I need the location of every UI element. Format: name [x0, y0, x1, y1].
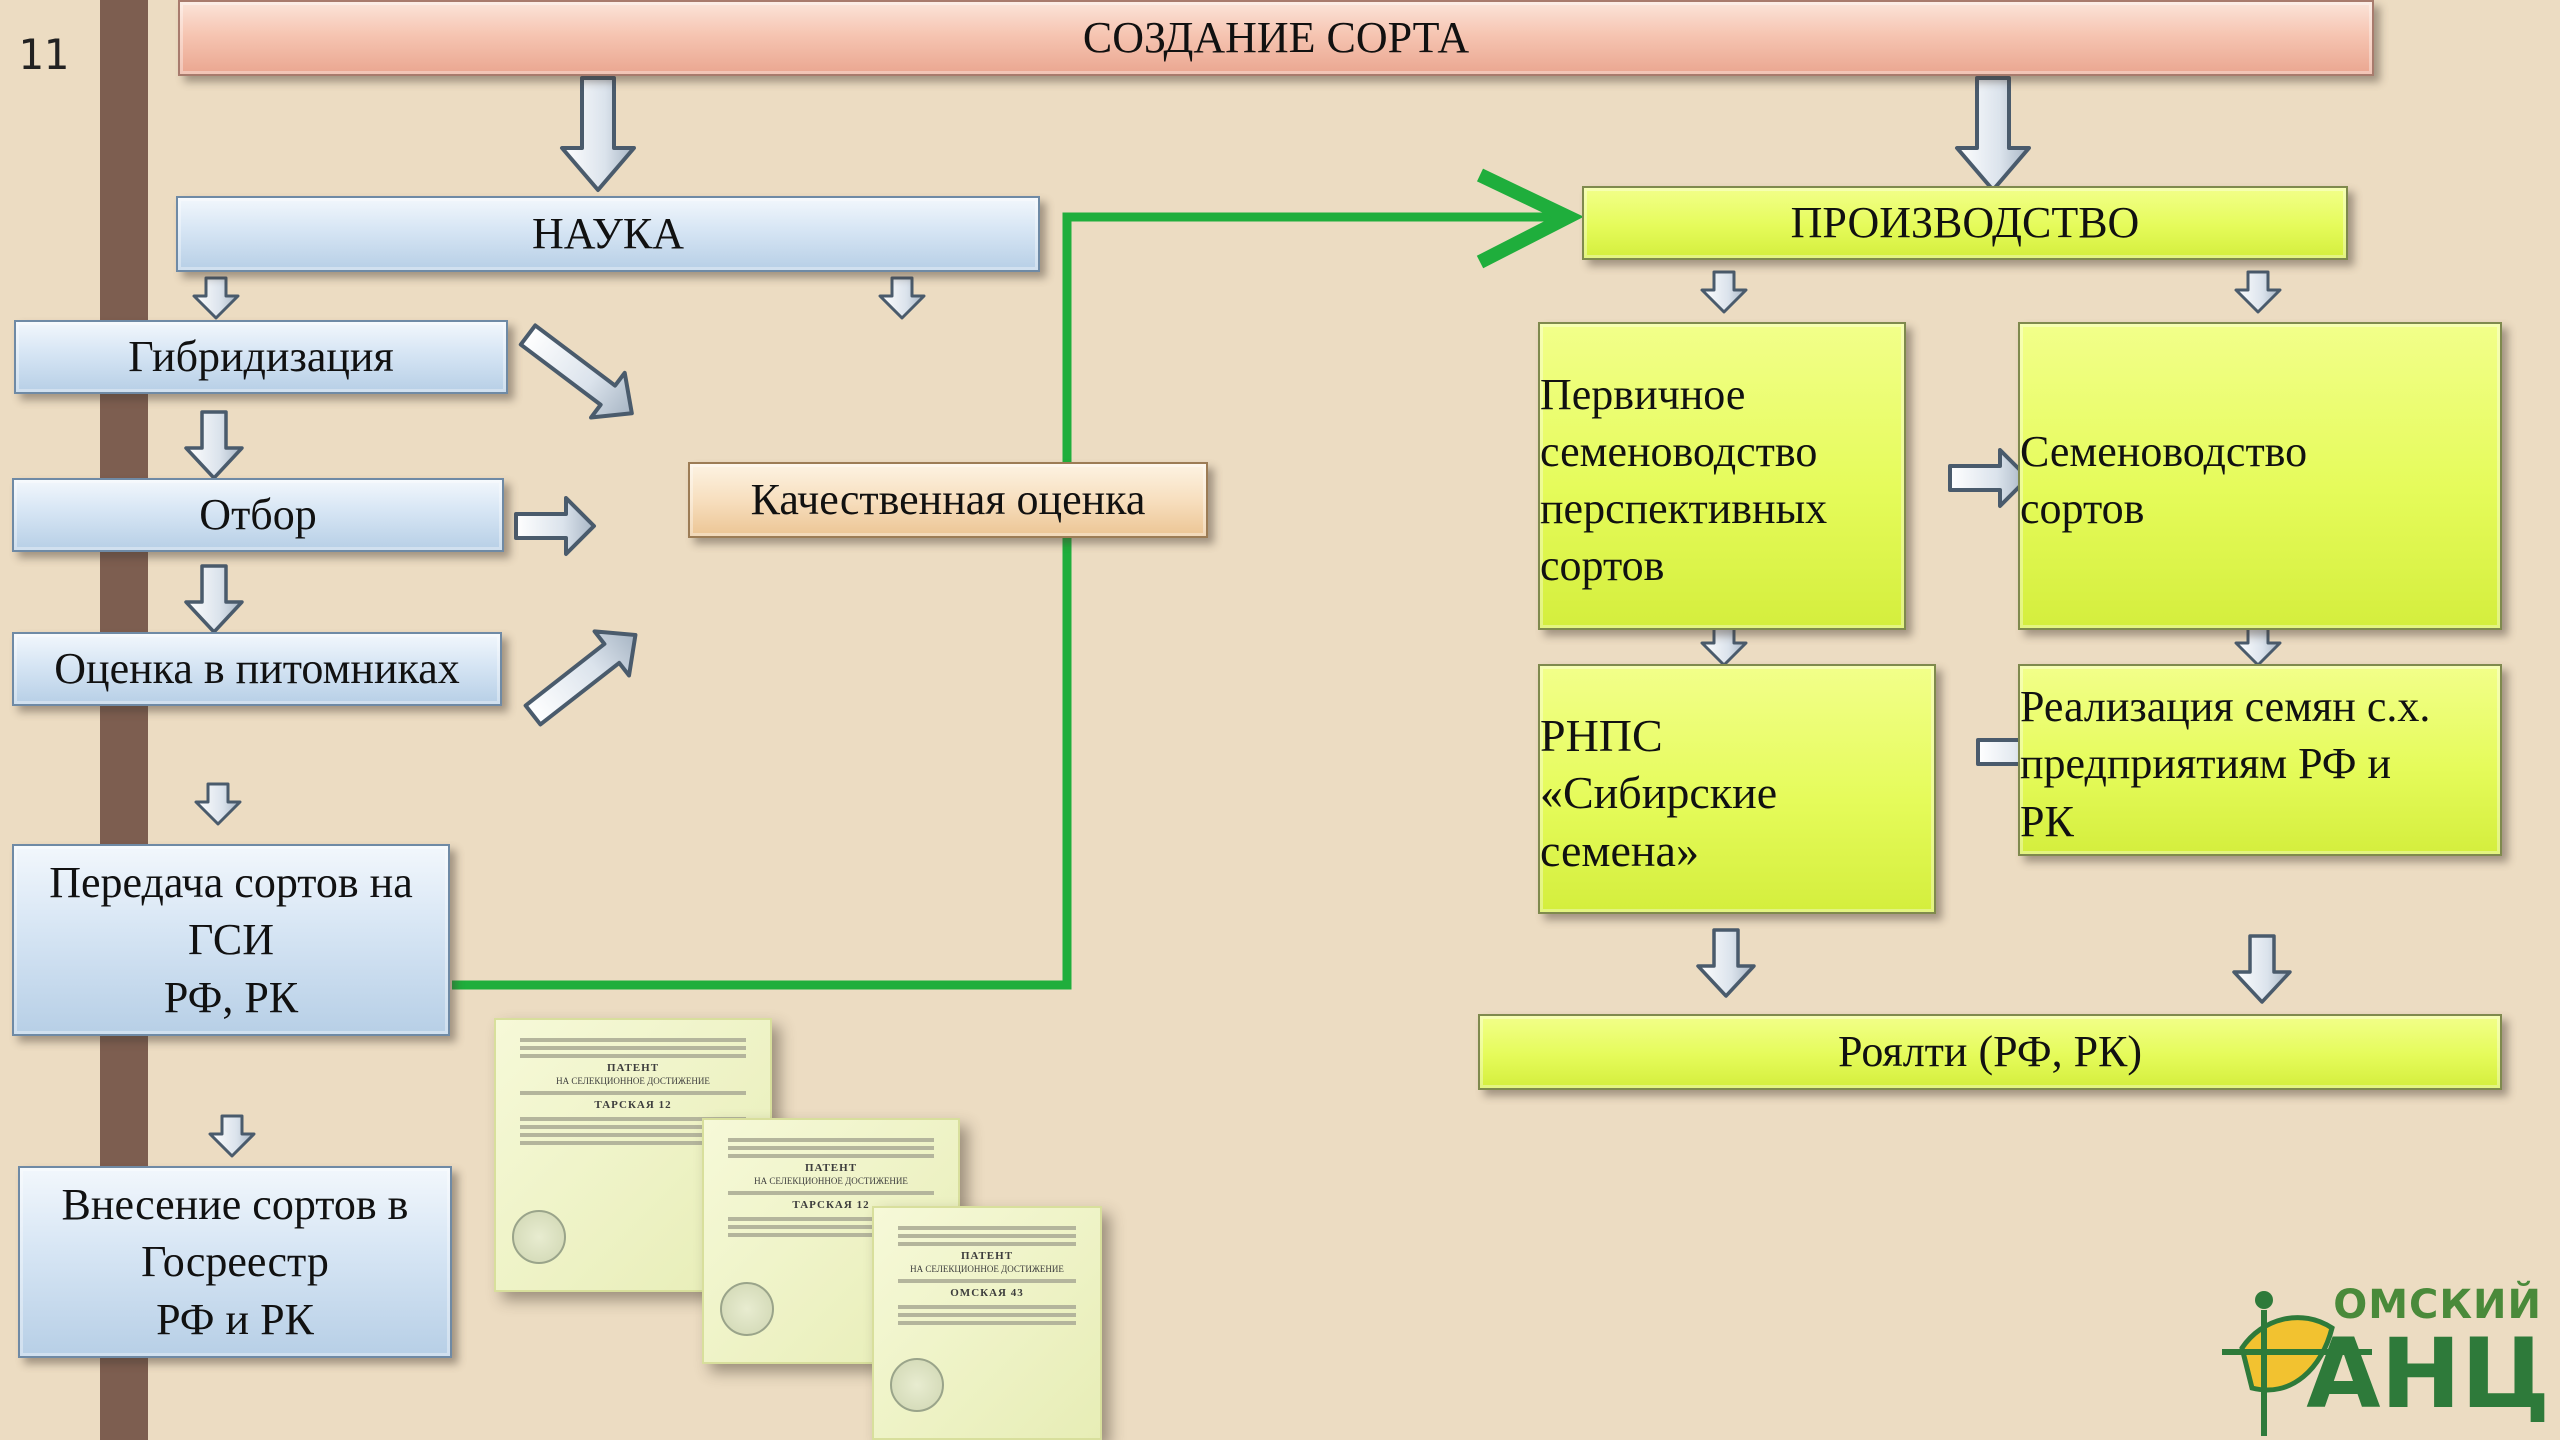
title-box: СОЗДАНИЕ СОРТА: [178, 0, 2374, 76]
logo-top-text: ОМСКИЙ: [2333, 1282, 2542, 1328]
patent-3-header: ПАТЕНТ: [960, 1250, 1014, 1262]
arrow-primary-to-seed: [1948, 448, 2030, 508]
realization-line-2: предприятиям РФ и: [2020, 739, 2392, 789]
royalty-text: Роялти (РФ, РК): [1837, 1027, 2143, 1077]
patent-2-variety: ТАРСКАЯ 12: [792, 1199, 870, 1211]
royalty-box: Роялти (РФ, РК): [1478, 1014, 2502, 1090]
arrow-hybridization-to-quality: [509, 310, 651, 438]
arrow-rnps-to-royalty: [1696, 928, 1756, 998]
arrow-primary-to-rnps: [1700, 623, 1748, 667]
transfer-line-1: Передача сортов на: [49, 858, 413, 908]
patent-3-sub: НА СЕЛЕКЦИОННОЕ ДОСТИЖЕНИЕ: [910, 1263, 1064, 1274]
patent-3-variety: ОМСКАЯ 43: [950, 1287, 1024, 1299]
flow-line-arrowhead: [1476, 168, 1584, 269]
production-header-box: ПРОИЗВОДСТВО: [1582, 186, 2348, 260]
patent-2-header: ПАТЕНТ: [804, 1162, 858, 1174]
realization-line-1: Реализация семян с.х.: [2020, 682, 2431, 732]
arrow-hybridization-to-selection: [184, 410, 244, 480]
arrow-to-registry: [208, 1114, 256, 1158]
nursery-evaluation-box: Оценка в питомниках: [12, 632, 502, 706]
hybridization-text: Гибридизация: [128, 332, 394, 382]
quality-evaluation-box: Качественная оценка: [688, 462, 1208, 538]
realization-line-3: РК: [2020, 796, 2074, 846]
rnps-line-2: «Сибирские: [1540, 767, 1778, 819]
primary-seed-box: Первичное семеноводство перспективных со…: [1538, 322, 1906, 630]
arrow-production-to-primary: [1700, 270, 1748, 314]
arrow-production-to-seed: [2234, 270, 2282, 314]
selection-box: Отбор: [12, 478, 504, 552]
slide-number: 11: [18, 30, 69, 79]
patent-2-seal: [720, 1282, 774, 1336]
arrow-to-transfer: [194, 782, 242, 826]
seed-production-line-1: Семеноводство: [2020, 426, 2308, 476]
realization-box: Реализация семян с.х. предприятиям РФ и …: [2018, 664, 2502, 856]
logo-bottom-text: АНЦ: [2306, 1318, 2550, 1430]
seed-production-box: Семеноводство сортов: [2018, 322, 2502, 630]
arrow-title-to-production: [1955, 76, 2031, 192]
title-text: СОЗДАНИЕ СОРТА: [1082, 13, 1470, 63]
registry-line-2: Госреестр: [141, 1237, 329, 1287]
quality-evaluation-text: Качественная оценка: [750, 475, 1146, 525]
logo: ОМСКИЙ АНЦ: [2218, 1270, 2560, 1440]
science-header-box: НАУКА: [176, 196, 1040, 272]
selection-text: Отбор: [199, 490, 317, 540]
arrow-nursery-to-quality: [513, 610, 655, 740]
arrow-selection-to-nursery: [184, 564, 244, 634]
patent-document-3: ПАТЕНТ НА СЕЛЕКЦИОННОЕ ДОСТИЖЕНИЕ ОМСКАЯ…: [872, 1206, 1102, 1440]
nursery-evaluation-text: Оценка в питомниках: [54, 644, 460, 694]
patent-document-1: ПАТЕНТ НА СЕЛЕКЦИОННОЕ ДОСТИЖЕНИЕ ТАРСКА…: [494, 1018, 772, 1292]
registry-line-1: Внесение сортов в: [61, 1180, 409, 1230]
arrow-title-to-science: [560, 76, 636, 192]
science-header-text: НАУКА: [532, 209, 684, 259]
arrow-science-right: [878, 276, 926, 320]
production-header-text: ПРОИЗВОДСТВО: [1790, 198, 2140, 248]
registry-line-3: РФ и РК: [156, 1294, 314, 1344]
patent-3-seal: [890, 1358, 944, 1412]
arrow-seed-to-realization: [2234, 623, 2282, 667]
logo-leaf-icon: [2222, 1291, 2372, 1436]
patent-1-header: ПАТЕНТ: [606, 1062, 660, 1074]
primary-line-1: Первичное: [1540, 369, 1746, 419]
rnps-box: РНПС «Сибирские семена»: [1538, 664, 1936, 914]
arrow-selection-to-quality: [514, 496, 596, 556]
flow-line-transfer-to-production: [452, 212, 1568, 990]
patent-1-sub: НА СЕЛЕКЦИОННОЕ ДОСТИЖЕНИЕ: [556, 1075, 710, 1086]
primary-line-2: семеноводство: [1540, 426, 1818, 476]
patent-1-variety: ТАРСКАЯ 12: [594, 1099, 672, 1111]
transfer-box: Передача сортов на ГСИ РФ, РК: [12, 844, 450, 1036]
patent-1-seal: [512, 1210, 566, 1264]
primary-line-3: перспективных: [1540, 484, 1828, 533]
transfer-line-3: РФ, РК: [163, 972, 299, 1022]
rnps-line-1: РНПС: [1540, 709, 1663, 761]
primary-line-4: сортов: [1540, 541, 1665, 591]
arrow-realization-to-royalty: [2232, 934, 2292, 1004]
transfer-line-2: ГСИ: [188, 915, 274, 965]
patent-2-sub: НА СЕЛЕКЦИОННОЕ ДОСТИЖЕНИЕ: [754, 1175, 908, 1186]
hybridization-box: Гибридизация: [14, 320, 508, 394]
registry-box: Внесение сортов в Госреестр РФ и РК: [18, 1166, 452, 1358]
arrow-science-to-hybridization: [192, 276, 240, 320]
rnps-line-3: семена»: [1540, 824, 1699, 876]
seed-production-line-2: сортов: [2020, 484, 2145, 533]
